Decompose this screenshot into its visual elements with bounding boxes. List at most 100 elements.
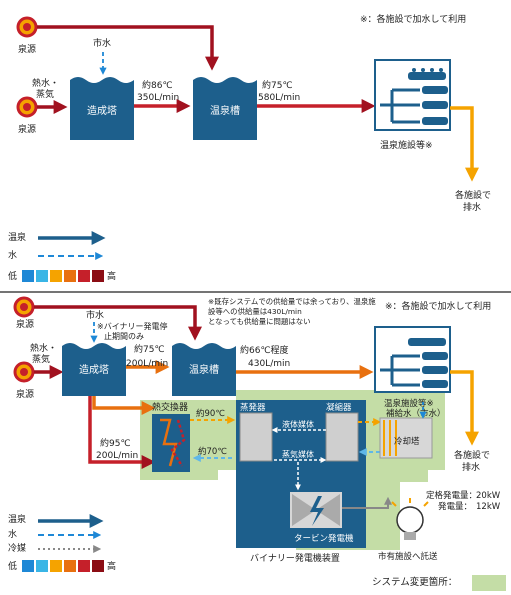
scale-swatch [36, 270, 48, 282]
legend-low-label: 低 [8, 270, 17, 282]
vapor-medium-label: 蒸気媒体 [282, 449, 314, 459]
legend-high-label: 高 [107, 560, 116, 572]
scale-swatch [78, 270, 90, 282]
facility-box [374, 59, 451, 131]
steam-label-1: 熱水・ [32, 77, 59, 89]
cooling-tower: 冷却塔 [379, 417, 433, 459]
bottom-legend: 温泉 水 冷媒 低 高 [8, 513, 116, 572]
tap-water-label: 市水 [93, 37, 111, 49]
flow2-rate: 580L/min [258, 93, 300, 103]
source-label-2: 泉源 [18, 123, 36, 135]
turbine-icon [290, 492, 342, 528]
scale-swatch [50, 560, 62, 572]
drain-label-2: 排水 [463, 201, 481, 213]
city-supply-label: 市有施設へ託送 [378, 551, 438, 562]
tank-2: 温泉槽 [172, 343, 236, 396]
legend-high-label: 高 [107, 270, 116, 282]
spring-source-icon [13, 361, 35, 383]
pipe-hot-to-hx [88, 396, 156, 469]
drain-label-1: 各施設で [455, 189, 491, 201]
flow1-temp: 約75℃ [134, 343, 165, 355]
legend-water-label: 水 [8, 528, 17, 540]
power-line [342, 496, 392, 509]
spring-source-icon [16, 96, 38, 118]
turbine-label: タービン発電機 [294, 533, 354, 544]
flow1-temp: 約86℃ [142, 79, 173, 91]
bottom-note: ※：各施設で加水して利用 [385, 300, 491, 312]
source-label-2: 泉源 [16, 388, 34, 400]
legend-onsen-label: 温泉 [8, 231, 26, 243]
source-label-1: 泉源 [16, 318, 34, 330]
top-note: ※：各施設で加水して利用 [360, 13, 466, 25]
top-diagram: 泉源 泉源 熱水・ 蒸気 市水 造成塔 約86℃ 350L/min 温泉槽 [8, 13, 491, 282]
output-value: 12kW [476, 502, 501, 512]
pipe-to-heat-exchanger [92, 396, 156, 415]
rated-output-label: 定格発電量： [426, 490, 477, 501]
facility-label: 温泉施設等※ [380, 139, 433, 151]
hx-out-temp: 約90℃ [196, 408, 225, 419]
legend-coolant-label: 冷媒 [8, 542, 26, 554]
steam-label-2: 蒸気 [32, 353, 50, 365]
bath-icon [408, 338, 448, 388]
scale-swatch [92, 560, 104, 572]
legend-water-label: 水 [8, 249, 17, 261]
flow1-rate: 350L/min [137, 93, 179, 103]
hot-spring-pipe [37, 25, 219, 71]
tank-2-label: 温泉槽 [189, 363, 219, 376]
condenser-label: 凝縮器 [326, 402, 352, 413]
drain-pipe [450, 370, 479, 446]
scale-swatch [36, 560, 48, 572]
tap-water-label: 市水 [86, 309, 104, 321]
flow3-temp: 約95℃ [100, 437, 131, 449]
flow1-rate: 200L/min [126, 359, 168, 369]
scale-swatch [64, 270, 76, 282]
binary-note-1: ※バイナリー発電停 [97, 321, 168, 331]
condenser [325, 412, 359, 462]
scale-swatch [22, 270, 34, 282]
steam-label-1: 熱水・ [30, 342, 57, 354]
flow2-rate: 430L/min [248, 359, 290, 369]
source-label-1: 泉源 [18, 43, 36, 55]
scale-swatch [22, 560, 34, 572]
scale-swatch [78, 560, 90, 572]
spring-source-icon [13, 296, 35, 318]
temperature-scale [22, 270, 104, 282]
tank-1: 造成塔 [70, 77, 134, 140]
evaporator [239, 412, 273, 462]
liquid-medium-label: 液体媒体 [282, 419, 314, 429]
heat-exchanger-label: 熱交換器 [152, 401, 188, 413]
facility-box [374, 326, 451, 393]
cooling-tower-label: 冷却塔 [394, 436, 420, 447]
rated-output-value: 20kW [476, 491, 501, 501]
scale-swatch [64, 560, 76, 572]
flow2-temp: 約75℃ [262, 79, 293, 91]
makeup-water-label: 補給水（市水） [386, 408, 446, 419]
facility-label: 温泉施設等※ [384, 398, 434, 409]
supply-note-line-1: ※既存システムでの供給量では余っており、温泉施設等への供給量は430L/min [208, 297, 376, 316]
tank-2-label: 温泉槽 [210, 104, 240, 117]
tank-1: 造成塔 [62, 343, 126, 396]
legend-onsen-label: 温泉 [8, 513, 26, 525]
tank-2: 温泉槽 [193, 77, 257, 140]
system-change-swatch [472, 575, 506, 591]
evaporator-label: 蒸発器 [240, 402, 266, 413]
light-bulb-icon [391, 498, 429, 540]
drain-pipe [450, 106, 479, 182]
legend-low-label: 低 [8, 560, 17, 572]
binary-note-2: 止期間のみ [104, 331, 144, 341]
drain-label-1: 各施設で [454, 449, 490, 461]
supply-note: ※既存システムでの供給量では余っており、温泉施設等への供給量は430L/min … [208, 297, 376, 326]
binary-unit-label: バイナリー発電機装置 [250, 552, 340, 564]
output-label: 発電量： [438, 502, 472, 512]
scale-swatch [92, 270, 104, 282]
tank-1-label: 造成塔 [87, 104, 117, 117]
system-change-label: システム変更箇所： [372, 576, 457, 588]
top-legend: 温泉 水 低 高 [8, 231, 116, 282]
flow3-rate: 200L/min [96, 451, 138, 461]
binary-generator-unit: 蒸発器 凝縮器 液体媒体 蒸気媒体 タービン発電機 [236, 400, 366, 548]
flow2-temp: 約66℃程度 [240, 344, 289, 356]
spring-source-icon [16, 16, 38, 38]
hx-return-temp: 約70℃ [198, 446, 227, 457]
temperature-scale [22, 560, 104, 572]
